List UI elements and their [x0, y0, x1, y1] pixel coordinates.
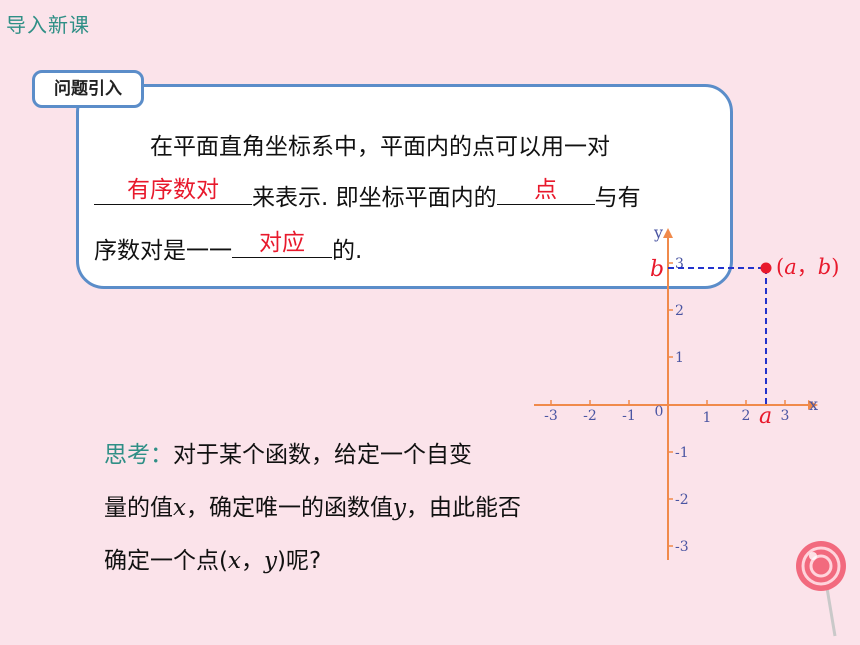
var-y-2: y — [263, 548, 277, 574]
think-line-2-c: ，由此能否 — [405, 495, 521, 521]
point-ab — [760, 262, 772, 274]
section-title: 导入新课 — [6, 13, 90, 37]
blank-3: 对应 — [232, 231, 332, 258]
x-tick-label: 1 — [703, 410, 712, 426]
x-axis-arrow-icon — [808, 400, 818, 410]
y-tick-label: -3 — [675, 539, 689, 555]
lollipop-stick — [824, 581, 837, 637]
x-tick-label: -2 — [583, 408, 597, 424]
think-line-3-c: )呢? — [276, 548, 322, 574]
answer-2: 点 — [534, 177, 558, 203]
blank-2: 点 — [496, 178, 595, 205]
think-line-1: 思考：对于某个函数，给定一个自变 — [104, 435, 472, 469]
origin-label: 0 — [655, 404, 664, 420]
think-line-3-b: ， — [240, 548, 264, 574]
y-axis-label: y — [653, 223, 663, 242]
point-label: (a，b) — [776, 255, 839, 279]
question-line-3-end: 的. — [332, 238, 363, 264]
think-line-3: 确定一个点(x，y)呢? — [104, 541, 321, 575]
a-label: a — [759, 404, 772, 429]
x-tick-label: 3 — [781, 408, 790, 424]
think-line-2-b: ，确定唯一的函数值 — [185, 495, 393, 521]
think-line-2-a: 量的值 — [104, 495, 173, 521]
think-line-3-a: 确定一个点( — [104, 548, 228, 574]
problem-intro-badge: 问题引入 — [32, 70, 144, 108]
x-tick-label: -1 — [622, 408, 636, 424]
answer-1: 有序数对 — [127, 177, 219, 203]
var-x: x — [173, 495, 186, 521]
b-label: b — [650, 257, 664, 282]
think-line-2: 量的值x，确定唯一的函数值y，由此能否 — [104, 488, 521, 522]
question-line-2: 有序数对 来表示. 即坐标平面内的 点 与有 — [94, 178, 641, 212]
x-tick-label: -3 — [544, 408, 558, 424]
question-card — [76, 84, 733, 289]
question-line-1: 在平面直角坐标系中，平面内的点可以用一对 — [150, 134, 610, 160]
lollipop-swirl — [801, 546, 841, 586]
lollipop-swirl — [809, 554, 833, 578]
think-lead: 思考： — [104, 442, 173, 468]
question-line-2-mid: 来表示. 即坐标平面内的 — [252, 185, 497, 211]
lollipop-highlight — [809, 552, 817, 560]
think-line-1-text: 对于某个函数，给定一个自变 — [173, 442, 472, 468]
var-x-2: x — [227, 548, 241, 574]
y-tick-label: -2 — [675, 492, 689, 508]
x-tick-label: 2 — [742, 408, 751, 424]
question-line-3-start: 序数对是一一 — [94, 238, 232, 264]
answer-3: 对应 — [259, 230, 305, 256]
question-line-3: 序数对是一一 对应 的. — [94, 231, 362, 265]
y-axis-arrow-icon — [663, 228, 673, 238]
y-tick-label: 1 — [675, 350, 684, 366]
var-y: y — [392, 495, 406, 521]
x-axis-label: x — [809, 395, 818, 414]
blank-1: 有序数对 — [94, 178, 252, 205]
question-line-2-end: 与有 — [594, 185, 641, 211]
y-tick-label: 3 — [675, 256, 684, 272]
y-tick-label: -1 — [675, 445, 689, 461]
y-tick-label: 2 — [675, 303, 684, 319]
